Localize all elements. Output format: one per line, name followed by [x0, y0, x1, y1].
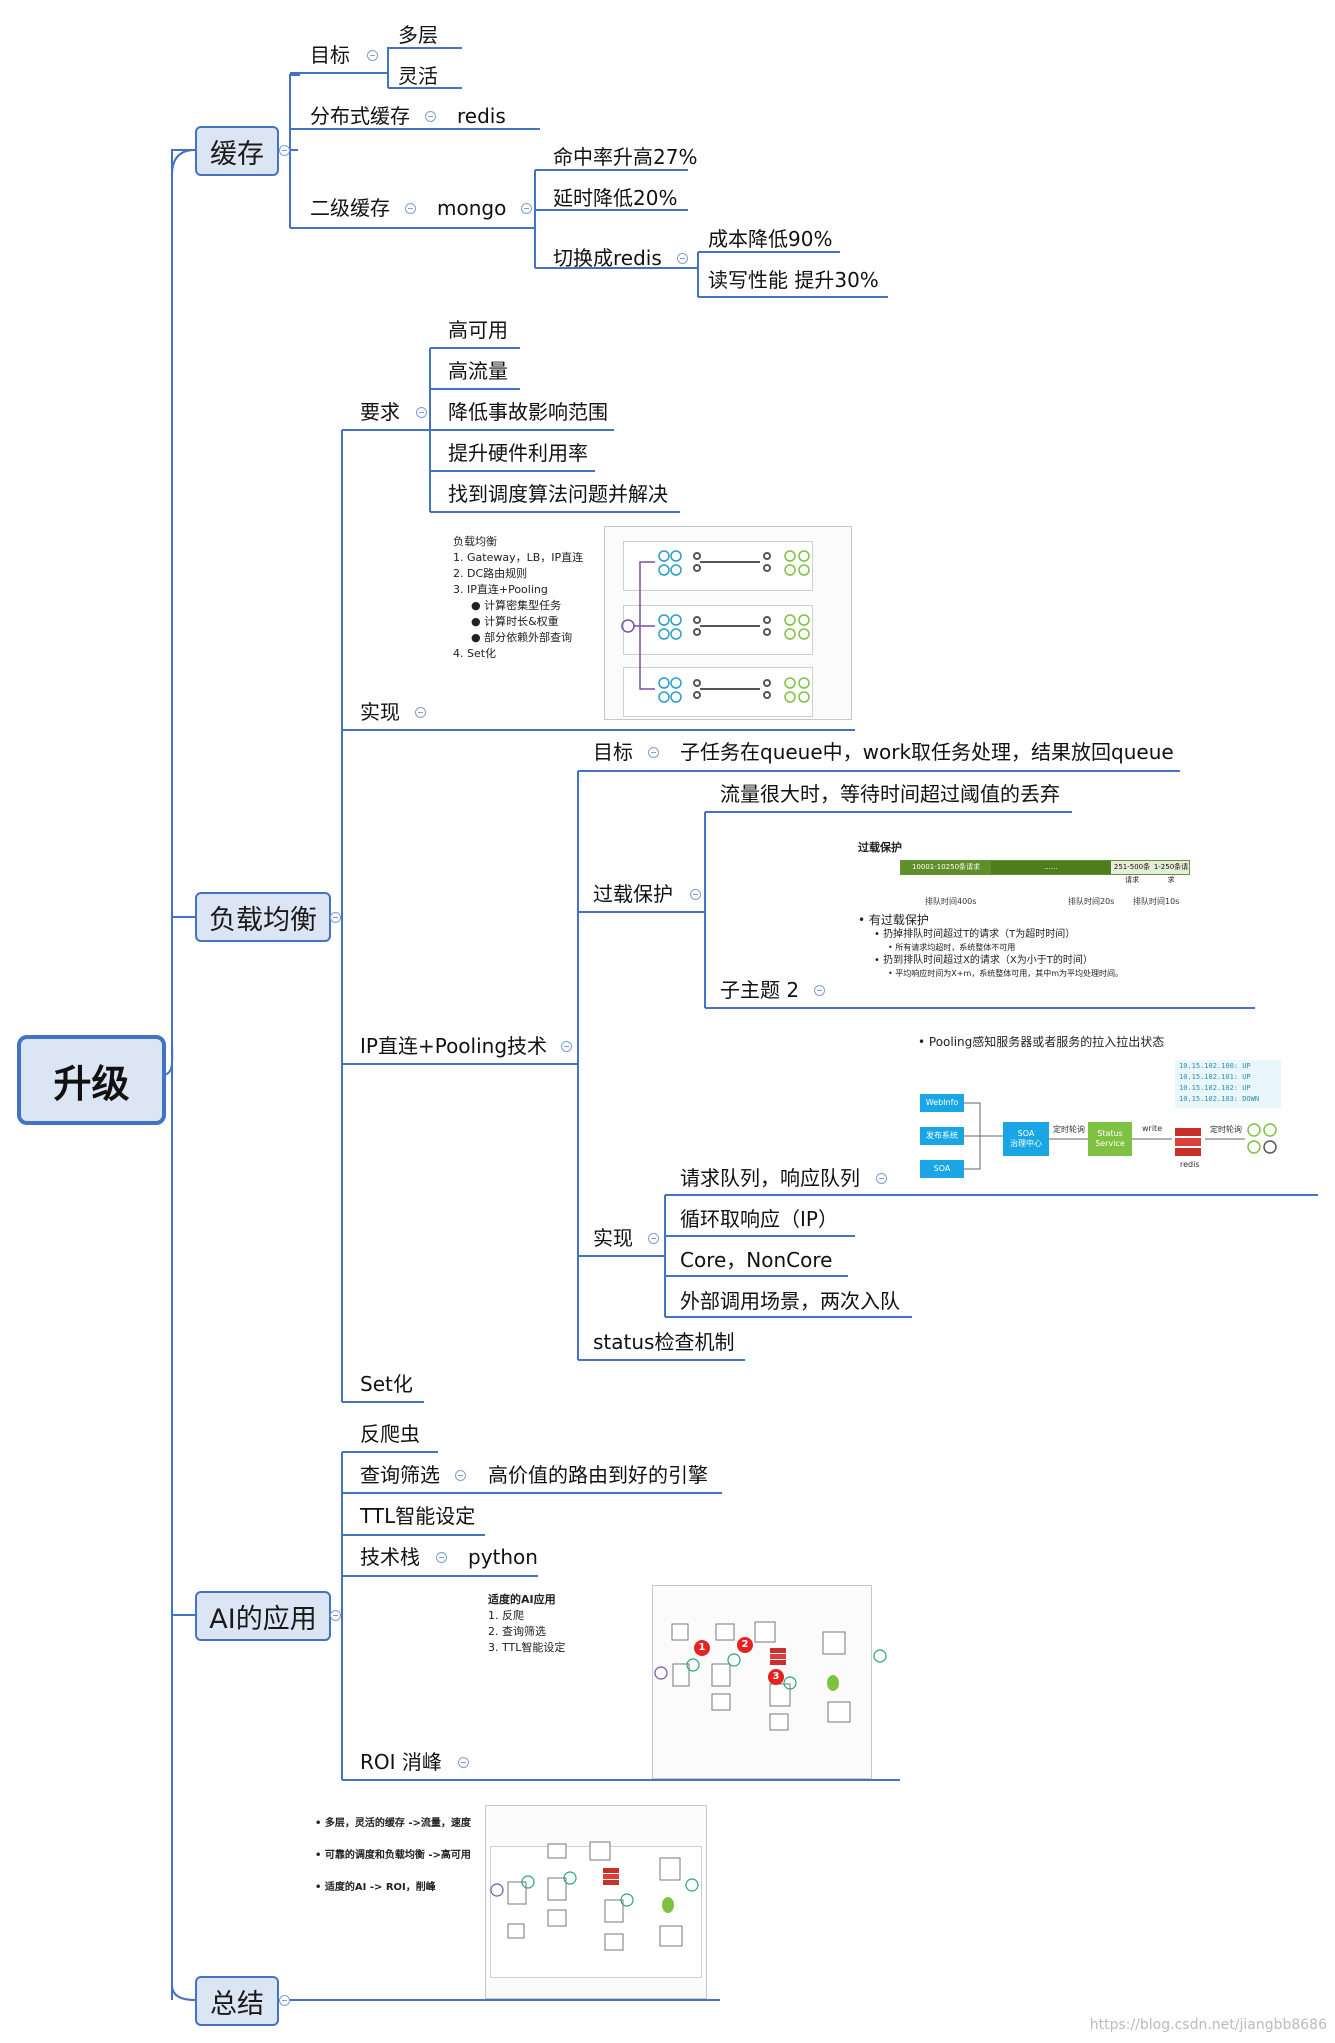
requirement-item[interactable]: 找到调度算法问题并解决: [448, 482, 668, 506]
queue-time: 排队时间20s: [1068, 897, 1115, 906]
lb-impl-note: 负载均衡 1. Gateway，LB，IP直连 2. DC路由规则 3. IP直…: [453, 535, 584, 660]
overload-note: 过载保护: [858, 841, 902, 854]
query-value[interactable]: 高价值的路由到好的引擎: [488, 1463, 708, 1487]
redis-label: redis: [1180, 1160, 1200, 1169]
status-check[interactable]: status检查机制: [593, 1330, 735, 1354]
cache-second-value[interactable]: mongo: [437, 196, 507, 220]
summary-diagram-image: [485, 1805, 707, 1999]
collapse-icon[interactable]: [425, 111, 436, 122]
pooling-goal[interactable]: 目标: [593, 740, 633, 764]
cache-goal[interactable]: 目标: [310, 43, 350, 67]
collapse-icon[interactable]: [279, 1995, 290, 2006]
requirement-item[interactable]: 高可用: [448, 318, 508, 342]
ip-status-box: 10.15.102.100: UP 10.15.102.101: UP 10.1…: [1175, 1060, 1281, 1108]
collapse-icon[interactable]: [521, 203, 532, 214]
pooling-note-title: • Pooling感知服务器或者服务的拉入拉出状态: [918, 1035, 1165, 1049]
collapse-icon[interactable]: [405, 203, 416, 214]
stack-value[interactable]: python: [468, 1545, 538, 1569]
lb-requirements[interactable]: 要求: [360, 400, 400, 424]
watermark: https://blog.csdn.net/jiangbb8686: [1089, 2017, 1327, 2033]
collapse-icon[interactable]: [876, 1173, 887, 1184]
pooling-implementation[interactable]: 实现: [593, 1226, 633, 1250]
collapse-icon[interactable]: [367, 50, 378, 61]
poll-label: 定时轮询: [1210, 1125, 1242, 1134]
switch-item[interactable]: 成本降低90%: [708, 227, 833, 251]
soa-box: SOA: [920, 1160, 964, 1178]
pooling-impl-item[interactable]: Core，NonCore: [680, 1248, 833, 1272]
pooling-impl-item[interactable]: 外部调用场景，两次入队: [680, 1289, 900, 1313]
collapse-icon[interactable]: [690, 889, 701, 900]
queue-time: 排队时间400s: [925, 897, 977, 906]
requirement-item[interactable]: 提升硬件利用率: [448, 441, 588, 465]
summary-note: • 多层，灵活的缓存 ->流量，速度 • 可靠的调度和负载均衡 ->高可用 • …: [315, 1818, 471, 1893]
root-topic[interactable]: 升级: [17, 1035, 166, 1125]
topic-load-balancing[interactable]: 负载均衡: [195, 892, 331, 942]
mongo-item[interactable]: 命中率升高27%: [553, 145, 698, 169]
collapse-icon[interactable]: [458, 1757, 469, 1768]
ai-item[interactable]: 技术栈: [360, 1545, 420, 1569]
cache-goal-item[interactable]: 灵活: [398, 64, 438, 88]
ai-item[interactable]: ROI 消峰: [360, 1750, 442, 1774]
overload-protection[interactable]: 过载保护: [593, 882, 673, 906]
requirement-item[interactable]: 降低事故影响范围: [448, 400, 608, 424]
cache-distributed-value[interactable]: redis: [457, 104, 506, 128]
collapse-icon[interactable]: [677, 253, 688, 264]
overload-bullets: • 有过载保护 • 扔掉排队时间超过T的请求（T为超时时间） • 所有请求均超时…: [858, 913, 1124, 978]
webinfo-box: WebInfo: [920, 1094, 964, 1112]
collapse-icon[interactable]: [279, 145, 290, 156]
step-badge: 2: [737, 1637, 753, 1653]
collapse-icon[interactable]: [455, 1470, 466, 1481]
write-label: write: [1142, 1124, 1163, 1133]
cache-distributed[interactable]: 分布式缓存: [310, 104, 410, 128]
collapse-icon[interactable]: [648, 1233, 659, 1244]
overload-bar: 10001-10250条请求 ...... 251-500条请求 1-250条请…: [900, 860, 1190, 884]
lb-set[interactable]: Set化: [360, 1372, 413, 1396]
ai-item[interactable]: 反爬虫: [360, 1422, 420, 1446]
ai-note: 适度的AI应用 1. 反爬 2. 查询筛选 3. TTL智能设定: [488, 1593, 566, 1654]
step-badge: 1: [694, 1640, 710, 1656]
collapse-icon[interactable]: [330, 912, 341, 923]
requirement-item[interactable]: 高流量: [448, 359, 508, 383]
queue-time: 排队时间10s: [1133, 897, 1180, 906]
ai-diagram-image: [652, 1585, 872, 1779]
cache-switch[interactable]: 切换成redis: [553, 246, 662, 270]
topic-ai[interactable]: AI的应用: [195, 1591, 331, 1641]
collapse-icon[interactable]: [415, 707, 426, 718]
switch-item[interactable]: 读写性能 提升30%: [708, 268, 879, 292]
mongo-item[interactable]: 延时降低20%: [553, 186, 678, 210]
subtopic-2[interactable]: 子主题 2: [720, 978, 800, 1002]
topic-summary[interactable]: 总结: [195, 1976, 279, 2026]
soa-center-box: SOA 治理中心: [1003, 1122, 1049, 1156]
collapse-icon[interactable]: [436, 1552, 447, 1563]
collapse-icon[interactable]: [416, 407, 427, 418]
ai-item[interactable]: 查询筛选: [360, 1463, 440, 1487]
pooling-goal-text[interactable]: 子任务在queue中，work取任务处理，结果放回queue: [680, 740, 1174, 764]
ai-item[interactable]: TTL智能设定: [360, 1504, 476, 1528]
lb-implementation[interactable]: 实现: [360, 700, 400, 724]
status-service-box: Status Service: [1088, 1122, 1132, 1156]
publish-box: 发布系统: [920, 1127, 964, 1145]
cache-goal-item[interactable]: 多层: [398, 23, 438, 47]
topic-cache[interactable]: 缓存: [195, 126, 279, 176]
pooling-impl-item[interactable]: 请求队列，响应队列: [680, 1166, 860, 1190]
collapse-icon[interactable]: [330, 1610, 341, 1621]
lb-diagram-image: [604, 526, 852, 720]
step-badge: 3: [768, 1669, 784, 1685]
collapse-icon[interactable]: [561, 1041, 572, 1052]
overload-text[interactable]: 流量很大时，等待时间超过阈值的丢弃: [720, 782, 1060, 806]
collapse-icon[interactable]: [648, 747, 659, 758]
collapse-icon[interactable]: [814, 985, 825, 996]
lb-ip-pooling[interactable]: IP直连+Pooling技术: [360, 1034, 548, 1058]
poll-label: 定时轮询: [1053, 1125, 1085, 1134]
pooling-impl-item[interactable]: 循环取响应（IP）: [680, 1207, 838, 1231]
cache-second[interactable]: 二级缓存: [310, 196, 390, 220]
